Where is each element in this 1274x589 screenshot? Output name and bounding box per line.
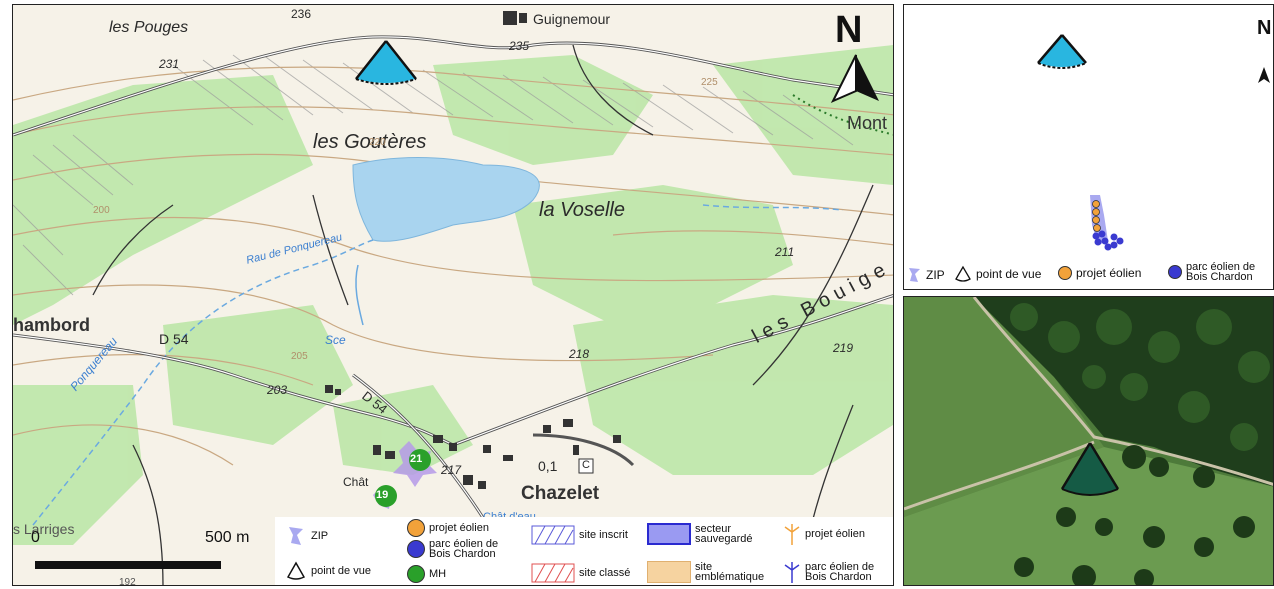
overview-map[interactable]: N ZIP point de vue projet éolien parc éo… bbox=[903, 4, 1274, 290]
overview-projet-icon bbox=[1058, 266, 1072, 280]
overview-legend: ZIP point de vue projet éolien parc éoli… bbox=[904, 260, 1273, 289]
overview-legend-zip: ZIP bbox=[906, 266, 945, 284]
label-les-gouteres: les Goutères bbox=[313, 131, 427, 153]
scale-start: 0 bbox=[31, 529, 40, 546]
aerial-field-west bbox=[904, 297, 1104, 517]
elevation-211: 211 bbox=[775, 245, 795, 259]
aerial-field-south bbox=[904, 447, 1273, 585]
elevation-200: 200 bbox=[93, 205, 110, 216]
label-nr01: 0,1 bbox=[538, 458, 558, 474]
label-les-pouges: les Pouges bbox=[109, 19, 189, 36]
aerial-viewpoint-icon[interactable] bbox=[1060, 442, 1120, 496]
elevation-203: 203 bbox=[267, 383, 288, 397]
spring-stream bbox=[355, 264, 364, 326]
label-chat: Chât bbox=[343, 475, 369, 489]
legend-site-classe: site classé bbox=[531, 563, 630, 583]
label-sce: Sce bbox=[325, 333, 346, 347]
overview-parc-icon bbox=[1168, 265, 1182, 279]
mh-marker-21[interactable] bbox=[409, 449, 431, 471]
overview-north-arrow-icon bbox=[1258, 67, 1270, 83]
label-mont: Mont bbox=[847, 113, 888, 133]
label-chazelet: Chazelet bbox=[521, 483, 600, 504]
label-guignemour: Guignemour bbox=[533, 11, 611, 27]
viewpoint-outline-icon bbox=[286, 561, 306, 580]
vegetation-layer bbox=[13, 45, 893, 545]
turbine-orange-icon bbox=[784, 524, 800, 545]
roads bbox=[13, 35, 893, 585]
legend-point-de-vue: point de vue bbox=[285, 561, 371, 581]
site-classe-icon bbox=[531, 563, 575, 583]
overview-legend-projet-eolien: projet éolien bbox=[1058, 266, 1141, 280]
label-la-voselle: la Voselle bbox=[539, 199, 625, 221]
east-stream bbox=[702, 204, 844, 211]
projet-eolien-icon bbox=[407, 519, 425, 537]
overview-north-label: N bbox=[1257, 17, 1272, 39]
elevation-231: 231 bbox=[159, 57, 180, 71]
forest-border bbox=[792, 94, 893, 136]
elevation-236: 236 bbox=[291, 7, 312, 21]
label-larriges: s Larriges bbox=[13, 521, 75, 537]
legend-projet-eolien: projet éolien bbox=[407, 519, 489, 537]
aerial-track-north bbox=[972, 297, 1273, 486]
elevation-218: 218 bbox=[569, 347, 590, 361]
turbine-blue-icon bbox=[784, 562, 800, 583]
main-legend: ZIP point de vue projet éolien parc éoli… bbox=[275, 517, 893, 585]
aerial-tree-texture bbox=[1010, 303, 1270, 451]
mh-label-19: 19 bbox=[376, 489, 389, 501]
elevation-235: 235 bbox=[509, 39, 530, 53]
elevation-192: 192 bbox=[119, 577, 136, 586]
legend-mh: MH bbox=[407, 565, 446, 583]
elevation-219: 219 bbox=[833, 341, 854, 355]
overview-projet-eolien bbox=[1092, 200, 1101, 232]
main-map-graphics bbox=[13, 11, 893, 585]
scale-end: 500 m bbox=[205, 529, 250, 546]
legend-zip: ZIP bbox=[285, 525, 328, 547]
main-map[interactable]: les Pouges Guignemour les Goutères la Vo… bbox=[12, 4, 894, 586]
scale-bar bbox=[35, 561, 221, 569]
stream bbox=[32, 239, 374, 526]
aerial-track-west bbox=[904, 440, 1095, 511]
zip-icon bbox=[289, 527, 303, 545]
north-arrow-icon bbox=[830, 54, 879, 104]
c-box bbox=[578, 458, 594, 474]
overview-viewpoint-icon[interactable] bbox=[1037, 34, 1087, 69]
lake bbox=[352, 157, 540, 242]
legend-site-inscrit: site inscrit bbox=[531, 525, 628, 545]
label-c-box: C bbox=[582, 459, 590, 471]
aerial-graphics bbox=[904, 297, 1273, 585]
mh-label-21: 21 bbox=[410, 453, 423, 465]
label-d54-west: D 54 bbox=[159, 331, 189, 347]
mh-icon bbox=[407, 565, 425, 583]
legend-projet-eolien-turbine: projet éolien bbox=[783, 523, 865, 545]
parc-eolien-icon bbox=[407, 540, 425, 558]
aerial-hedge-trees bbox=[1014, 445, 1255, 585]
label-chambord: hambord bbox=[13, 315, 91, 335]
secteur-icon bbox=[647, 523, 691, 545]
overview-parc-eolien bbox=[1092, 230, 1124, 251]
north-label: N bbox=[835, 9, 863, 51]
overview-zip-icon bbox=[909, 268, 920, 282]
mh-marker-19[interactable] bbox=[375, 485, 397, 507]
aerial-photo[interactable] bbox=[903, 296, 1274, 586]
overview-legend-point-de-vue: point de vue bbox=[954, 265, 1041, 283]
viewpoint-icon[interactable] bbox=[355, 40, 417, 85]
overview-graphics bbox=[1037, 34, 1270, 251]
elevation-217: 217 bbox=[441, 463, 462, 477]
site-inscrit-icon bbox=[531, 525, 575, 545]
site-emblematique-icon bbox=[647, 561, 691, 583]
overview-viewpoint-outline-icon bbox=[955, 265, 971, 282]
elevation-225: 225 bbox=[701, 77, 718, 88]
elevation-205: 205 bbox=[291, 351, 308, 362]
buildings bbox=[325, 11, 621, 489]
elevation-220: 220 bbox=[369, 137, 386, 148]
